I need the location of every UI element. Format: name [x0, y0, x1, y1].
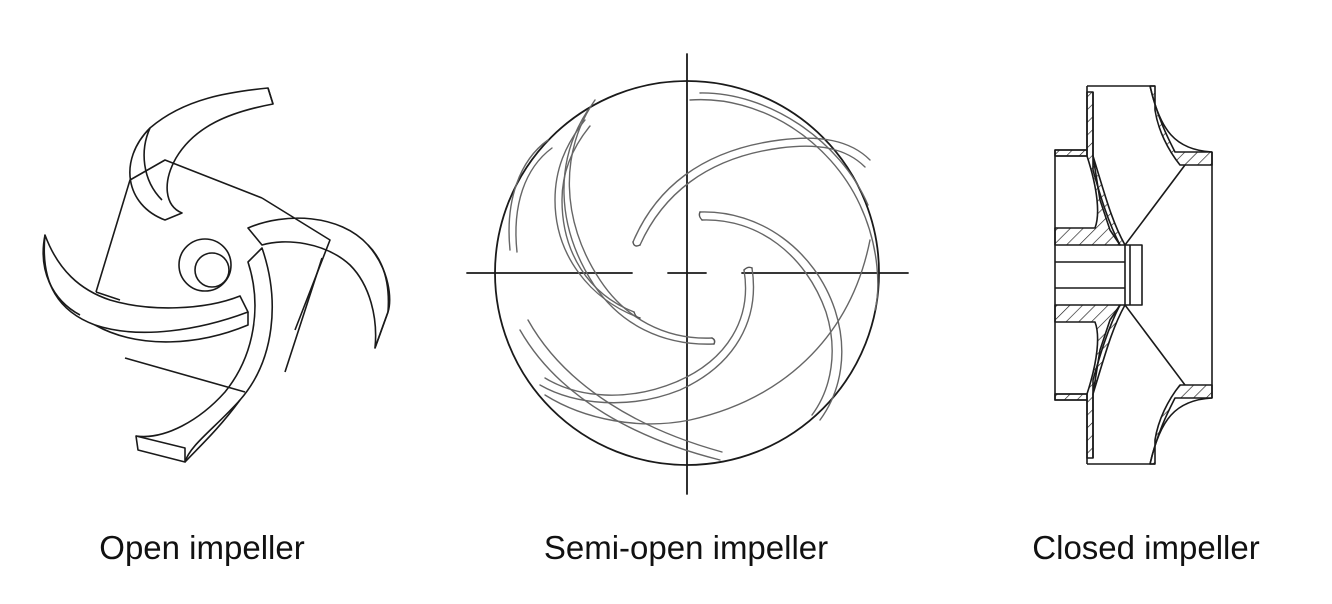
semi-open-impeller-blade-tips — [632, 211, 753, 345]
open-impeller-hub — [178, 238, 232, 292]
open-impeller-blade-right — [247, 217, 391, 349]
closed-impeller-hatched-sections — [1054, 85, 1213, 465]
open-impeller-blade-bottom — [135, 247, 273, 463]
open-impeller-blade-top — [129, 87, 274, 221]
open-impeller-web — [95, 159, 331, 393]
open-impeller-caption: Open impeller — [99, 529, 305, 566]
closed-impeller-caption: Closed impeller — [1032, 529, 1260, 566]
semi-open-impeller-caption: Semi-open impeller — [543, 529, 829, 566]
open-impeller-blade-left — [42, 234, 249, 343]
semi-open-impeller-blades — [508, 92, 879, 461]
closed-impeller-hub — [1055, 244, 1143, 306]
